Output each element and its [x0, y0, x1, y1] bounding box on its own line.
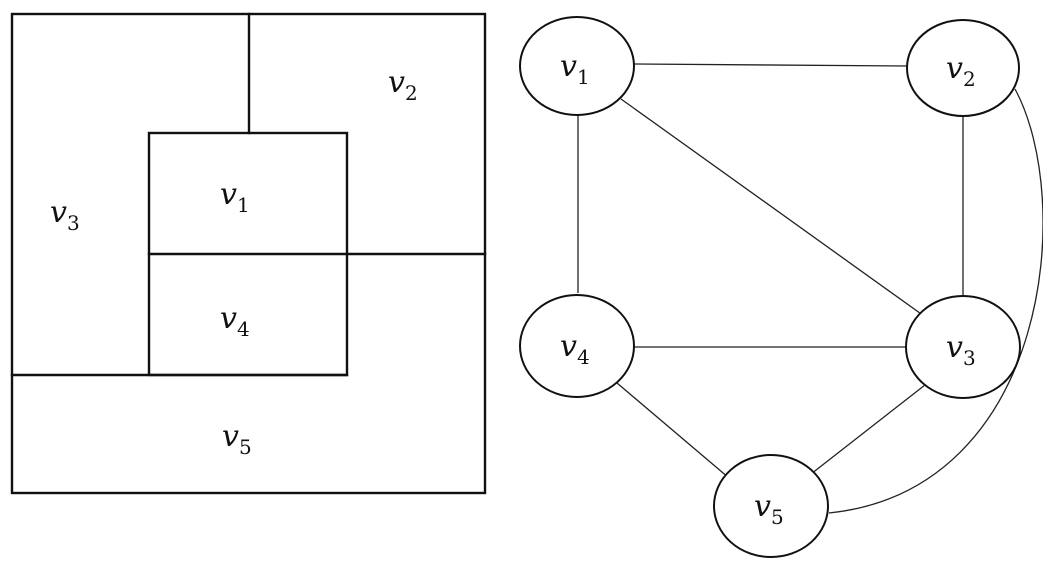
edge-v2-v5	[828, 88, 1043, 514]
edge-v1-v3	[620, 98, 925, 317]
graph-node-v5-circle	[713, 454, 829, 558]
graph-node-v5-label: v5	[754, 489, 784, 529]
graph-edges	[577, 63, 1043, 514]
graph-node-v2-label: v2	[946, 51, 976, 91]
graph-node-v4-label: v4	[560, 329, 590, 369]
edge-v1-v2	[632, 63, 910, 67]
map-region-v5-label: v5	[222, 419, 252, 459]
graph-node-v1-circle	[519, 16, 635, 116]
graph-node-v4-circle	[519, 294, 635, 398]
graph-node-v1: v1	[519, 16, 635, 116]
graph-node-v2: v2	[906, 19, 1020, 117]
region-map: v1 v2 v3 v4 v5	[10, 12, 487, 495]
graph-node-v3-circle	[905, 295, 1021, 399]
dual-graph: v1 v2 v4 v3 v5	[519, 16, 1043, 558]
map-region-v1-label: v1	[220, 177, 250, 217]
graph-node-v2-circle	[906, 19, 1020, 117]
map-region-v2-label: v2	[388, 65, 418, 105]
edge-v3-v5	[810, 384, 926, 475]
map-region-v3-label: v3	[50, 195, 80, 235]
map-region-v4-label: v4	[220, 301, 250, 341]
graph-node-v5: v5	[713, 454, 829, 558]
graph-node-v4: v4	[519, 294, 635, 398]
edge-v4-v5	[616, 382, 730, 479]
graph-node-v1-label: v1	[560, 49, 590, 89]
graph-node-v3: v3	[905, 295, 1021, 399]
graph-node-v3-label: v3	[946, 330, 976, 370]
